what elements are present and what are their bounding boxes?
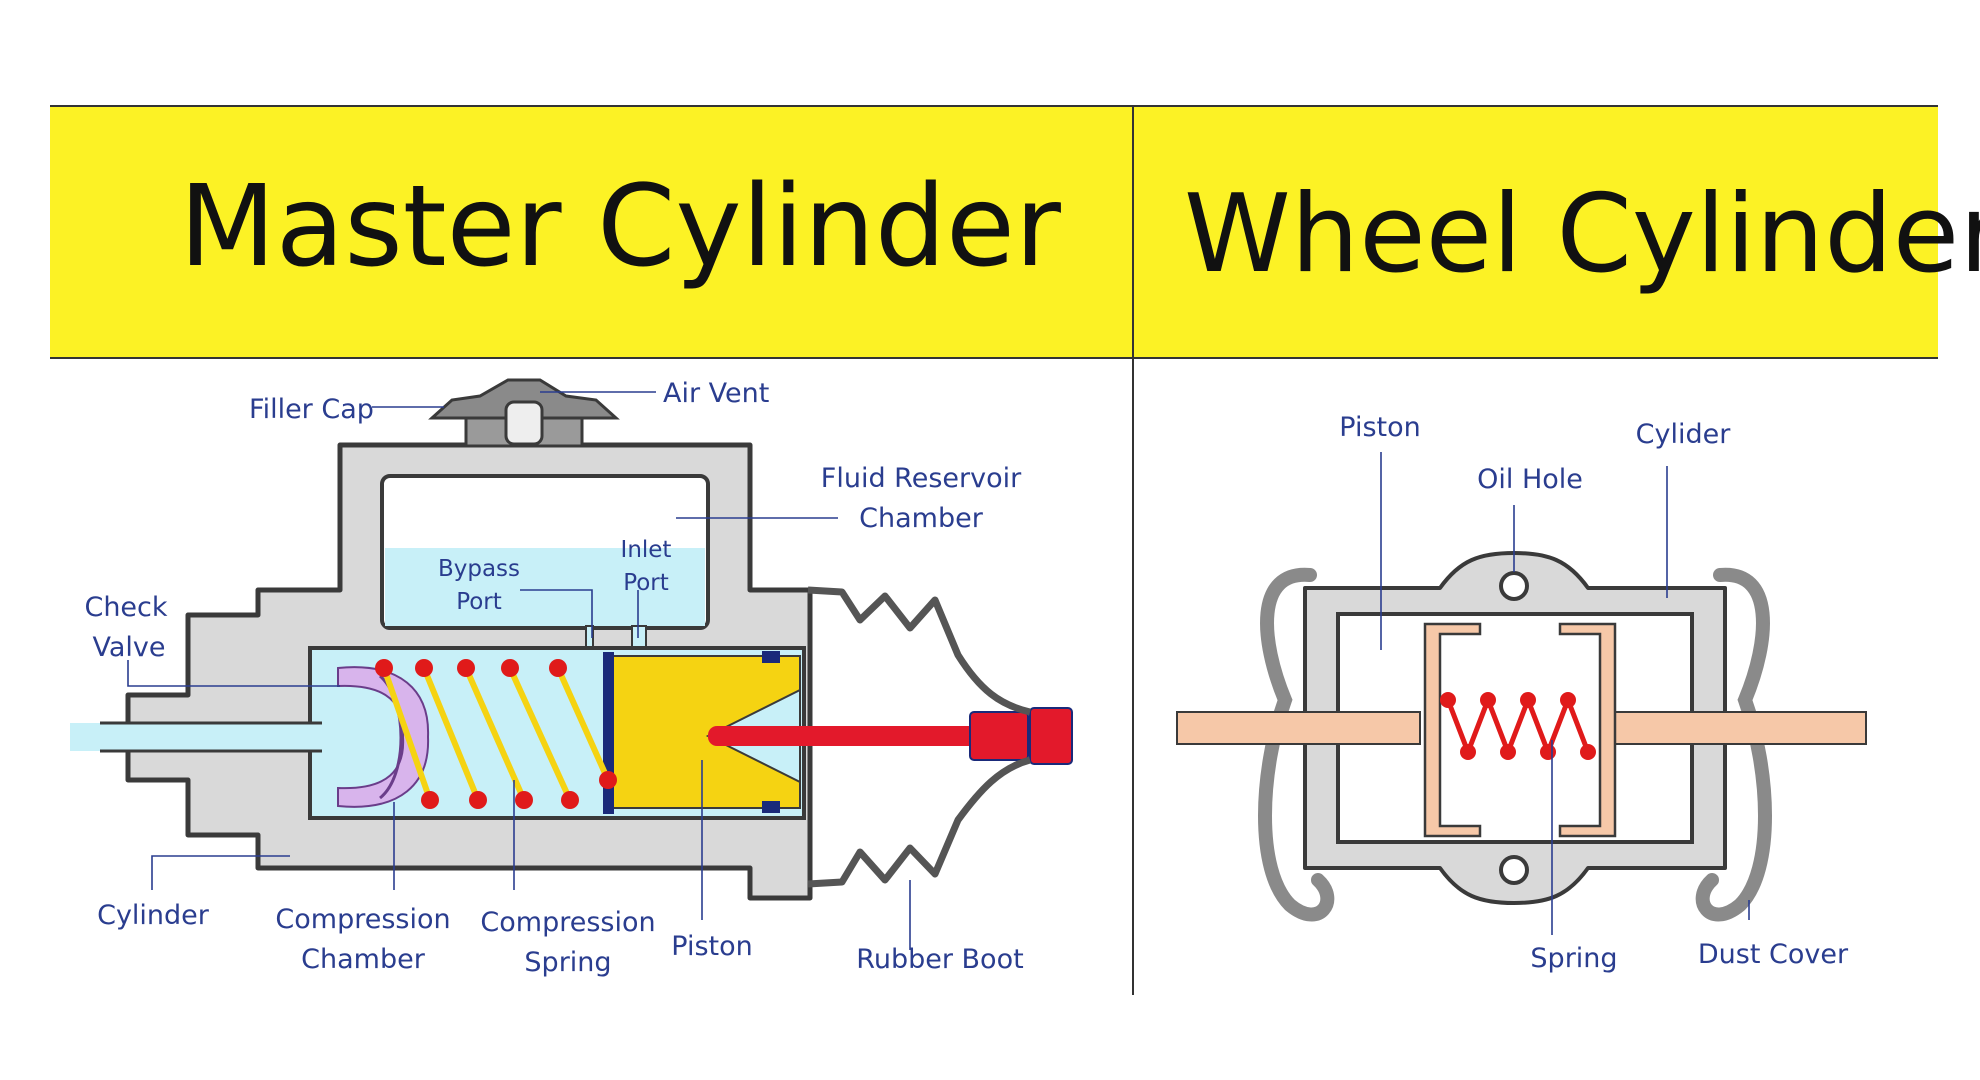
wheel-leader-lines (1380, 452, 1750, 935)
rubber-boot (807, 586, 1031, 888)
wheel-rod-left (1176, 711, 1421, 745)
label-master-piston: Piston (671, 931, 752, 962)
reservoir-fluid (385, 548, 705, 626)
label-compression-chamber-1: Compression (275, 904, 450, 935)
label-cylinder: Cylinder (97, 900, 210, 931)
label-compression-spring-2: Spring (524, 947, 611, 978)
label-dust-cover: Dust Cover (1698, 939, 1849, 970)
label-reservoir-chamber: Chamber (859, 503, 984, 534)
master-cylinder-diagram: Filler Cap Air Vent Fluid Reservoir Cham… (70, 378, 1073, 978)
title-banner: Master Cylinder Wheel Cylinder (50, 105, 1980, 359)
label-compression-spring-1: Compression (480, 907, 655, 938)
piston-seal (603, 652, 614, 814)
label-wheel-spring: Spring (1530, 943, 1617, 974)
wheel-cylinder-diagram: Piston Cylider Oil Hole Spring Dust Cove… (1176, 412, 1867, 974)
label-bypass-port: Port (456, 589, 502, 615)
label-inlet: Inlet (621, 537, 672, 563)
label-oil-hole: Oil Hole (1477, 464, 1583, 495)
label-check: Check (84, 592, 167, 623)
wheel-spring-dots (1440, 692, 1596, 760)
master-leader-lines (127, 391, 911, 950)
label-fluid-reservoir: Fluid Reservoir (821, 463, 1022, 494)
wheel-spring (1445, 693, 1591, 759)
oil-hole-top (1499, 571, 1529, 601)
label-compression-chamber-2: Chamber (301, 944, 426, 975)
dust-cover-right (1695, 567, 1772, 922)
label-air-vent: Air Vent (663, 378, 769, 409)
label-bypass: Bypass (438, 556, 520, 582)
label-check-valve: Valve (92, 632, 165, 663)
push-rod (708, 726, 980, 746)
wheel-rod-right (1609, 711, 1867, 745)
label-cylider: Cylider (1636, 419, 1732, 450)
compression-spring (381, 666, 611, 802)
outlet-tube (70, 723, 320, 751)
label-inlet-port: Port (623, 570, 669, 596)
spring-coil-dots (375, 659, 617, 809)
panel-divider (1132, 105, 1134, 995)
label-wheel-piston: Piston (1339, 412, 1420, 443)
oil-hole-bottom (1499, 855, 1529, 885)
label-filler-cap: Filler Cap (249, 394, 374, 425)
wheel-piston-right (1558, 622, 1617, 838)
filler-cap (428, 378, 620, 448)
label-rubber-boot: Rubber Boot (856, 944, 1023, 975)
wheel-cylinder-title: Wheel Cylinder (1184, 172, 1980, 297)
dust-cover-left (1258, 567, 1335, 922)
rod-end (969, 711, 1029, 761)
wheel-piston-left (1423, 622, 1482, 838)
master-cylinder-title: Master Cylinder (179, 162, 1061, 292)
